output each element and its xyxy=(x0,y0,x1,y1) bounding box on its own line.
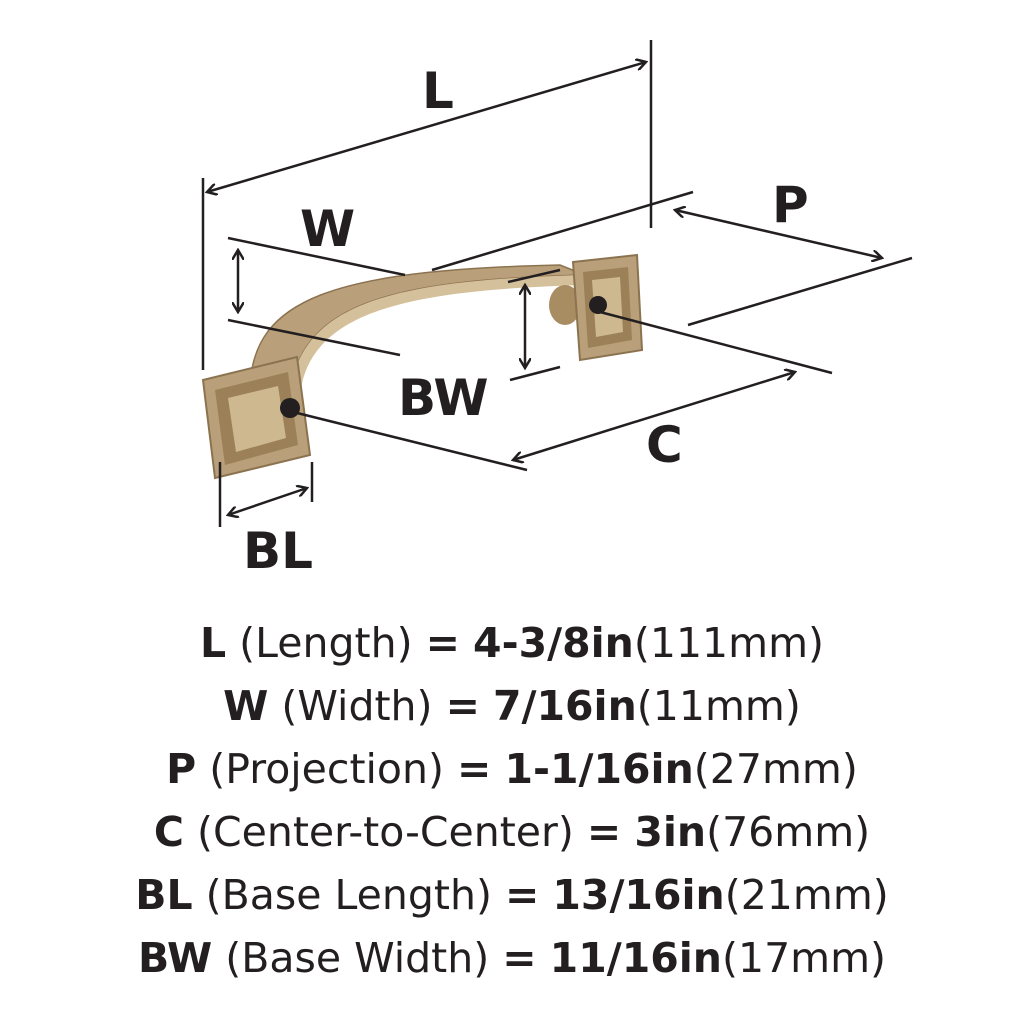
spec-metric: (76mm) xyxy=(706,808,871,856)
spec-metric: (11mm) xyxy=(636,682,801,730)
label-p: P xyxy=(772,176,809,234)
spec-name: (Base Length) xyxy=(205,871,492,919)
spec-name: (Length) xyxy=(239,619,413,667)
spec-code: P xyxy=(166,745,197,793)
spec-center-to-center: C (Center-to-Center) = 3in(76mm) xyxy=(0,801,1024,864)
spec-base-width: BW (Base Width) = 11/16in(17mm) xyxy=(0,927,1024,990)
label-w: W xyxy=(300,200,355,258)
label-bw: BW xyxy=(398,369,489,427)
base-right xyxy=(571,253,644,362)
spec-base-length: BL (Base Length) = 13/16in(21mm) xyxy=(0,864,1024,927)
spec-eq: = xyxy=(504,871,540,919)
base-left xyxy=(201,355,312,480)
spec-name: (Width) xyxy=(281,682,433,730)
spec-eq: = xyxy=(586,808,622,856)
label-c: C xyxy=(646,416,683,474)
dimension-lines xyxy=(201,40,913,527)
spec-eq: = xyxy=(502,934,537,982)
spec-imperial: 13/16in xyxy=(552,871,725,919)
spec-name: (Center-to-Center) xyxy=(196,808,574,856)
spec-imperial: 7/16in xyxy=(492,682,637,730)
spec-code: BL xyxy=(135,871,193,919)
spec-imperial: 3in xyxy=(634,808,707,856)
spec-length: L (Length) = 4-3/8in(111mm) xyxy=(0,612,1024,675)
spec-metric: (27mm) xyxy=(693,745,858,793)
label-l: L xyxy=(422,62,454,120)
spec-name: (Base Width) xyxy=(225,934,490,982)
label-bl: BL xyxy=(243,522,313,580)
spec-code: W xyxy=(223,682,269,730)
cabinet-pull-handle xyxy=(201,253,644,480)
spec-code: C xyxy=(153,808,184,856)
spec-imperial: 11/16in xyxy=(549,934,722,982)
spec-eq: = xyxy=(445,682,480,730)
spec-projection: P (Projection) = 1-1/16in(27mm) xyxy=(0,738,1024,801)
spec-eq: = xyxy=(425,619,460,667)
spec-metric: (17mm) xyxy=(722,934,887,982)
dimension-diagram: L W P BW C BL xyxy=(201,40,913,580)
spec-imperial: 4-3/8in xyxy=(473,619,634,667)
spec-metric: (21mm) xyxy=(724,871,889,919)
spec-imperial: 1-1/16in xyxy=(504,745,694,793)
spec-code: BW xyxy=(137,934,213,982)
spec-metric: (111mm) xyxy=(633,619,825,667)
spec-width: W (Width) = 7/16in(11mm) xyxy=(0,675,1024,738)
spec-eq: = xyxy=(457,745,492,793)
spec-code: L xyxy=(199,619,227,667)
post-right xyxy=(549,285,581,325)
dimension-specs: L (Length) = 4-3/8in(111mm) W (Width) = … xyxy=(0,612,1024,990)
spec-name: (Projection) xyxy=(209,745,444,793)
